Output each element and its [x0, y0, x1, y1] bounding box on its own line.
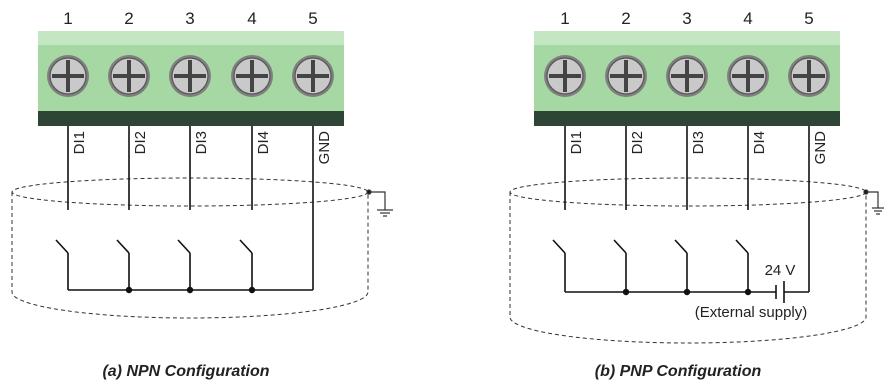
caption-b: (b) PNP Configuration	[595, 363, 762, 380]
switch-3	[177, 239, 191, 254]
terminal-number-4: 4	[743, 9, 752, 28]
ground-icon	[366, 189, 393, 217]
screw-icon	[788, 55, 830, 97]
switch-4	[239, 239, 253, 254]
terminal-number-4: 4	[247, 9, 256, 28]
terminal-labels-a: DI1 DI2 DI3 DI4 GND	[71, 131, 333, 165]
terminal-label-di4: DI4	[255, 131, 272, 154]
terminal-number-2: 2	[621, 9, 630, 28]
terminal-block-a	[38, 31, 344, 126]
screw-icon	[727, 55, 769, 97]
terminal-number-3: 3	[682, 9, 691, 28]
terminal-label-di3: DI3	[690, 131, 707, 154]
terminal-label-di4: DI4	[751, 131, 768, 154]
diagram-npn: 1 2 3 4 5	[11, 9, 393, 380]
screw-icon	[292, 55, 334, 97]
terminal-block-b	[534, 31, 840, 126]
terminal-label-gnd: GND	[812, 131, 829, 165]
screw-icon	[169, 55, 211, 97]
switch-2	[116, 239, 130, 254]
supply-note-label: (External supply)	[695, 304, 808, 321]
terminal-number-5: 5	[308, 9, 317, 28]
switch-1	[552, 239, 566, 254]
screw-icon	[47, 55, 89, 97]
junction-dots-a	[125, 286, 256, 294]
terminal-number-1: 1	[560, 9, 569, 28]
caption-a: (a) NPN Configuration	[102, 363, 269, 380]
terminal-block-base	[534, 111, 840, 126]
terminal-block-top	[534, 31, 840, 45]
terminal-numbers-b: 1 2 3 4 5	[560, 9, 813, 28]
switch-2	[613, 239, 627, 254]
wiring-a	[55, 126, 314, 291]
terminal-number-2: 2	[124, 9, 133, 28]
switch-1	[55, 239, 69, 254]
terminal-label-di2: DI2	[132, 131, 149, 154]
diagram-pnp: 1 2 3 4 5	[509, 9, 884, 380]
terminal-label-di1: DI1	[71, 131, 88, 154]
terminal-label-gnd: GND	[316, 131, 333, 165]
terminal-number-5: 5	[804, 9, 813, 28]
switch-3	[674, 239, 688, 254]
screw-icon	[231, 55, 273, 97]
wiring-b	[552, 126, 810, 293]
terminal-number-1: 1	[63, 9, 72, 28]
terminal-label-di3: DI3	[193, 131, 210, 154]
screw-icon	[605, 55, 647, 97]
ground-icon	[863, 189, 884, 215]
terminal-block-top	[38, 31, 344, 45]
screw-icon	[544, 55, 586, 97]
junction-dots-b	[622, 288, 752, 296]
screw-icon	[108, 55, 150, 97]
screw-icon	[666, 55, 708, 97]
terminal-block-base	[38, 111, 344, 126]
terminal-labels-b: DI1 DI2 DI3 DI4 GND	[568, 131, 829, 165]
supply-voltage-label: 24 V	[765, 262, 796, 279]
battery-icon	[775, 281, 785, 303]
cable-shield-b	[509, 177, 867, 344]
terminal-label-di2: DI2	[629, 131, 646, 154]
switch-4	[735, 239, 749, 254]
terminal-number-3: 3	[185, 9, 194, 28]
terminal-label-di1: DI1	[568, 131, 585, 154]
terminal-numbers-a: 1 2 3 4 5	[63, 9, 317, 28]
